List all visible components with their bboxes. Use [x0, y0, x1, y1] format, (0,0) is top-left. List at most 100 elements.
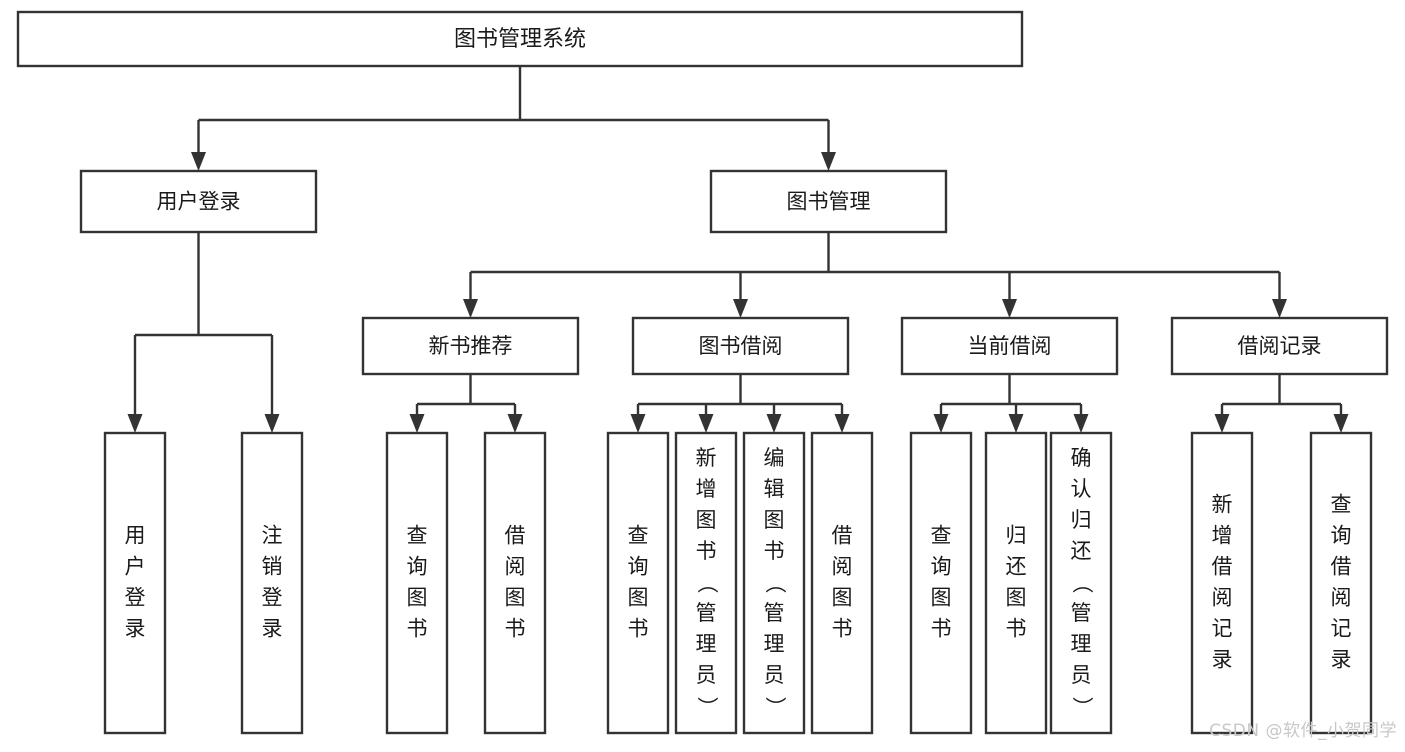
svg-text:录: 录	[1212, 648, 1233, 672]
node-box	[631, 316, 850, 376]
svg-text:图: 图	[696, 508, 717, 532]
node-box	[709, 169, 948, 234]
arrow-head-icon	[264, 414, 280, 433]
arrow-head-icon	[1008, 414, 1024, 433]
svg-text:询: 询	[407, 555, 428, 579]
svg-text:书: 书	[505, 617, 526, 641]
node-box	[909, 431, 973, 735]
svg-text:书: 书	[764, 539, 785, 563]
node-box	[79, 169, 318, 234]
nodes-layer: 图书管理系统用户登录图书管理新书推荐图书借阅当前借阅借阅记录用户登录注销登录查询…	[16, 10, 1389, 735]
level2-node-book-manage[interactable]: 图书管理	[709, 169, 948, 234]
svg-text:询: 询	[1331, 524, 1352, 548]
svg-text:借: 借	[1212, 555, 1233, 579]
svg-text:）: ）	[695, 697, 719, 718]
svg-text:书: 书	[696, 539, 717, 563]
svg-text:归: 归	[1006, 524, 1027, 548]
node-label: 图书借阅	[699, 334, 783, 358]
node-box	[385, 431, 449, 735]
node-box	[240, 431, 304, 735]
svg-text:户: 户	[125, 555, 146, 579]
node-label: 借阅记录	[1238, 334, 1322, 358]
svg-text:新: 新	[696, 446, 717, 470]
node-label: 当前借阅	[968, 334, 1052, 358]
svg-text:书: 书	[931, 617, 952, 641]
node-box	[674, 431, 738, 735]
level3-node-borrow-record[interactable]: 借阅记录	[1170, 316, 1389, 376]
svg-text:借: 借	[832, 524, 853, 548]
node-box	[16, 10, 1024, 68]
svg-text:（: （	[763, 573, 787, 594]
svg-text:（: （	[1070, 573, 1094, 594]
svg-text:记: 记	[1331, 617, 1352, 641]
arrow-head-icon	[127, 414, 143, 433]
svg-text:）: ）	[1070, 697, 1094, 718]
svg-text:还: 还	[1006, 555, 1027, 579]
svg-text:阅: 阅	[505, 555, 526, 579]
svg-text:员: 员	[1071, 663, 1092, 687]
level3-node-book-borrow[interactable]: 图书借阅	[631, 316, 850, 376]
svg-text:阅: 阅	[832, 555, 853, 579]
svg-text:增: 增	[1212, 524, 1233, 548]
svg-text:图: 图	[505, 586, 526, 610]
svg-text:辑: 辑	[764, 477, 785, 501]
node-label: 新书推荐	[429, 334, 513, 358]
level3-node-new-book-rec[interactable]: 新书推荐	[361, 316, 580, 376]
level3-node-current-borrow[interactable]: 当前借阅	[900, 316, 1119, 376]
svg-text:管: 管	[696, 601, 717, 625]
svg-text:询: 询	[931, 555, 952, 579]
svg-text:书: 书	[832, 617, 853, 641]
connectors-layer	[127, 66, 1349, 433]
svg-text:查: 查	[931, 524, 952, 548]
svg-text:记: 记	[1212, 617, 1233, 641]
arrow-head-icon	[1333, 414, 1349, 433]
svg-text:图: 图	[628, 586, 649, 610]
svg-text:图: 图	[764, 508, 785, 532]
svg-text:阅: 阅	[1331, 586, 1352, 610]
node-box	[606, 431, 670, 735]
node-label: 图书管理	[787, 190, 871, 214]
arrow-head-icon	[1214, 414, 1230, 433]
svg-text:书: 书	[628, 617, 649, 641]
svg-text:注: 注	[262, 524, 283, 548]
node-box	[810, 431, 874, 735]
arrow-head-icon	[463, 299, 478, 318]
svg-text:销: 销	[262, 555, 283, 579]
node-box	[361, 316, 580, 376]
level2-node-user-login[interactable]: 用户登录	[79, 169, 318, 234]
arrow-head-icon	[507, 414, 523, 433]
svg-text:员: 员	[764, 663, 785, 687]
node-box	[742, 431, 806, 735]
leaf-node-leaf-user-login[interactable]: 用户登录	[103, 431, 167, 735]
svg-text:（: （	[695, 573, 719, 594]
node-box	[1049, 431, 1113, 735]
svg-text:用: 用	[125, 524, 146, 548]
root-node-book-system[interactable]: 图书管理系统	[16, 10, 1024, 68]
svg-text:阅: 阅	[1212, 586, 1233, 610]
node-box	[1170, 316, 1389, 376]
svg-text:登: 登	[125, 586, 146, 610]
arrow-head-icon	[733, 299, 748, 318]
arrow-head-icon	[933, 414, 949, 433]
svg-text:录: 录	[125, 617, 146, 641]
